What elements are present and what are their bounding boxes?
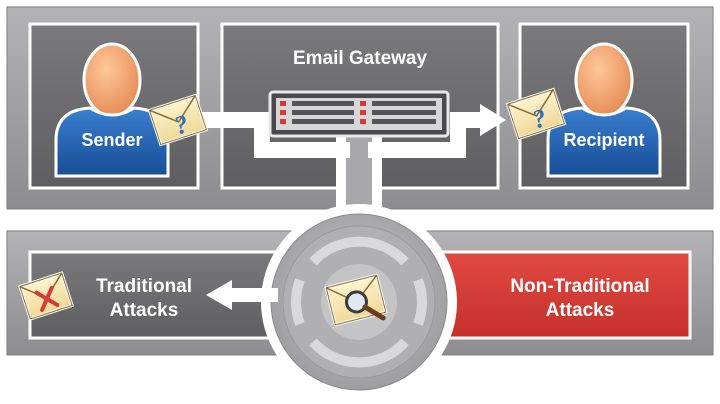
rotate-arcs xyxy=(291,236,427,368)
envelope-question-icon: ? xyxy=(147,93,209,147)
non-traditional-attacks-line2: Attacks xyxy=(546,300,615,321)
envelope-magnifier-icon xyxy=(324,273,388,327)
traditional-attacks-line1: Traditional xyxy=(96,276,192,297)
envelope-question-icon: ? xyxy=(505,87,567,141)
sender-avatar xyxy=(54,42,170,178)
flow-path xyxy=(198,104,506,158)
non-traditional-attacks-line1: Non-Traditional xyxy=(510,276,649,297)
recipient-label: Recipient xyxy=(563,130,644,150)
gateway-title: Email Gateway xyxy=(293,48,428,69)
traditional-attacks-line2: Attacks xyxy=(110,300,179,321)
arrow-to-traditional xyxy=(206,280,278,310)
server-appliance-icon xyxy=(268,90,450,138)
envelope-x-icon xyxy=(17,271,75,321)
server-led-column xyxy=(280,101,366,124)
recipient-avatar xyxy=(546,42,662,178)
sender-label: Sender xyxy=(81,130,142,150)
